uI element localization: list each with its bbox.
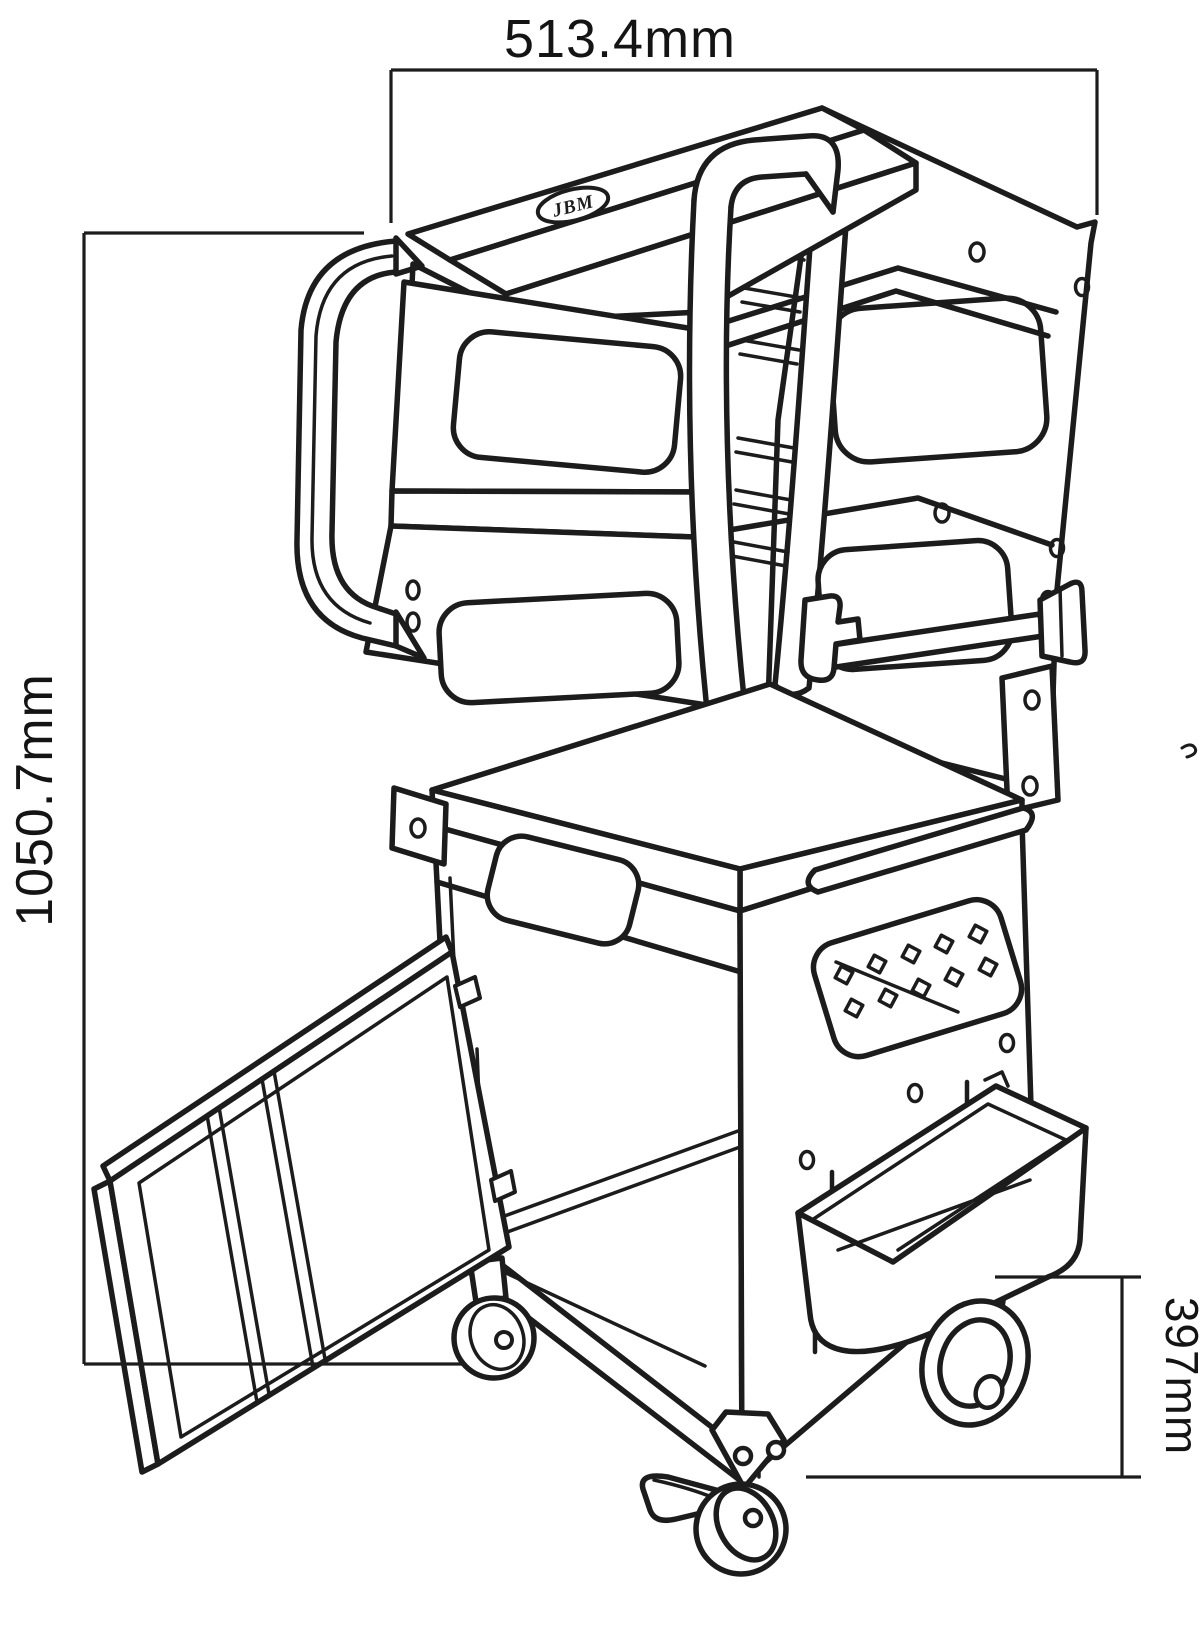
apron-window-cutout — [484, 833, 642, 947]
cabinet-side-rail — [805, 805, 1035, 895]
side-hook-rail — [798, 579, 1088, 683]
caster-front — [639, 1409, 789, 1577]
side-tray — [795, 1070, 1089, 1355]
cabinet-door — [91, 934, 517, 1475]
caster-rear-right-wheel — [919, 1298, 1031, 1428]
door-panel — [107, 949, 512, 1467]
jbm-logo-ellipse — [535, 185, 611, 225]
dimension-width: 513.4mm — [389, 9, 1099, 223]
dimension-tray-height: 397mm — [806, 1275, 1200, 1479]
caster-rear-left — [451, 1255, 537, 1381]
dimension-height: 1050.7mm — [6, 231, 462, 1366]
rail-hook-left — [798, 593, 863, 683]
upper-module-left-face — [363, 279, 716, 709]
mid-left-window-cutout — [436, 590, 682, 706]
upper-right-window-cutout — [826, 295, 1050, 465]
upper-left-window-cutout — [450, 329, 684, 475]
dimension-height-label: 1050.7mm — [6, 673, 64, 927]
edge-mark — [1180, 743, 1198, 759]
perforated-panel — [810, 896, 1025, 1060]
jbm-logo: JBM — [535, 185, 611, 225]
door-hinge-top — [453, 975, 482, 1009]
left-grab-handle — [294, 235, 427, 661]
perforation-holes — [833, 923, 999, 1019]
cabinet — [389, 681, 1038, 1485]
door-hinge-bottom — [489, 1169, 517, 1203]
dimension-width-label: 513.4mm — [504, 9, 736, 69]
rear-panel-bracket — [999, 663, 1061, 815]
dimension-tray-height-label: 397mm — [1156, 1297, 1200, 1455]
